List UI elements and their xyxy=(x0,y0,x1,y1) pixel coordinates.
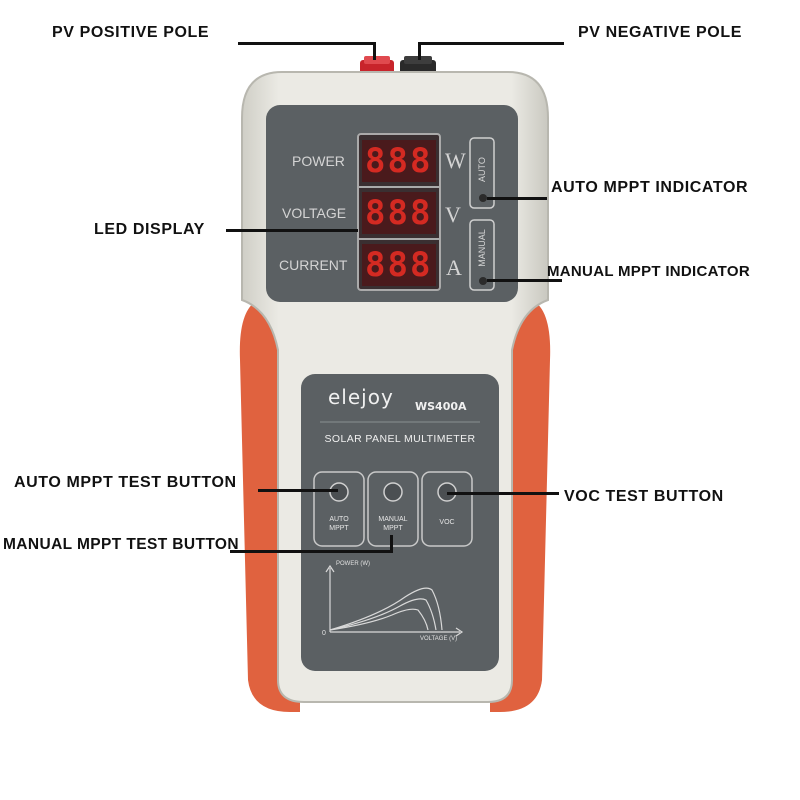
indicator-manual-label: MANUAL xyxy=(477,229,487,267)
display-label-power: POWER xyxy=(292,153,345,169)
leader-pv-negative xyxy=(418,42,564,45)
auto-mppt-button-frame xyxy=(313,471,365,547)
pv-negative-terminal xyxy=(400,56,436,74)
manual-mppt-button-frame xyxy=(367,471,419,547)
leader-pv-positive xyxy=(238,42,375,45)
leader-manual-test-button-rise xyxy=(390,535,393,553)
auto-mppt-label-line1: AUTO xyxy=(329,516,349,523)
auto-mppt-label-line2: MPPT xyxy=(329,525,349,532)
leader-voc-test-button xyxy=(447,492,559,495)
manual-indicator-box xyxy=(469,219,495,291)
voc-button-label: VOC xyxy=(422,518,472,527)
leader-manual-test-button xyxy=(230,550,392,553)
manual-mppt-button-label: MANUAL MPPT xyxy=(368,515,418,533)
manual-mppt-label-line2: MPPT xyxy=(383,525,403,532)
callout-manual-mppt-indicator: MANUAL MPPT INDICATOR xyxy=(547,263,750,280)
voc-label-line1: VOC xyxy=(439,519,455,526)
control-panel xyxy=(301,374,499,671)
graph-origin: 0 xyxy=(322,630,326,637)
leader-manual-indicator xyxy=(487,279,562,282)
leader-pv-positive-drop xyxy=(373,42,376,60)
leader-led-display xyxy=(226,229,358,232)
pv-positive-terminal xyxy=(360,56,394,74)
auto-indicator-led xyxy=(479,194,487,202)
graph-y-label: POWER (W) xyxy=(336,561,370,567)
unit-watt: W xyxy=(445,148,466,173)
manual-mppt-label-line1: MANUAL xyxy=(378,516,408,523)
model-number: WS400A xyxy=(415,400,467,413)
callout-voc-test-button: VOC TEST BUTTON xyxy=(564,488,724,505)
brand-logo: elejoy xyxy=(328,385,394,409)
graph-x-label: VOLTAGE (V) xyxy=(420,636,458,642)
auto-indicator-box xyxy=(469,137,495,209)
led-digits-voltage: 888 xyxy=(365,193,433,233)
device-subtitle: SOLAR PANEL MULTIMETER xyxy=(324,433,476,445)
auto-mppt-button-label: AUTO MPPT xyxy=(314,515,364,533)
unit-volt: V xyxy=(445,202,461,227)
pv-curve-graph xyxy=(325,564,464,637)
leader-auto-indicator xyxy=(487,197,547,200)
callout-led-display: LED DISPLAY xyxy=(94,221,205,238)
callout-auto-mppt-test-button: AUTO MPPT TEST BUTTON xyxy=(14,474,237,491)
manual-indicator-led xyxy=(479,277,487,285)
led-digits-power: 888 xyxy=(365,141,433,181)
display-label-voltage: VOLTAGE xyxy=(282,205,347,221)
led-display xyxy=(357,133,441,291)
callout-manual-mppt-test-button: MANUAL MPPT TEST BUTTON xyxy=(3,536,239,553)
led-digits-current: 888 xyxy=(365,245,433,285)
unit-amp: A xyxy=(446,255,462,280)
callout-pv-positive-pole: PV POSITIVE POLE xyxy=(52,24,210,41)
callout-pv-negative-pole: PV NEGATIVE POLE xyxy=(578,24,742,41)
callout-auto-mppt-indicator: AUTO MPPT INDICATOR xyxy=(551,179,749,196)
leader-auto-test-button xyxy=(258,489,338,492)
display-label-current: CURRENT xyxy=(279,257,348,273)
leader-pv-negative-drop xyxy=(418,42,421,60)
indicator-auto-label: AUTO xyxy=(477,157,487,182)
